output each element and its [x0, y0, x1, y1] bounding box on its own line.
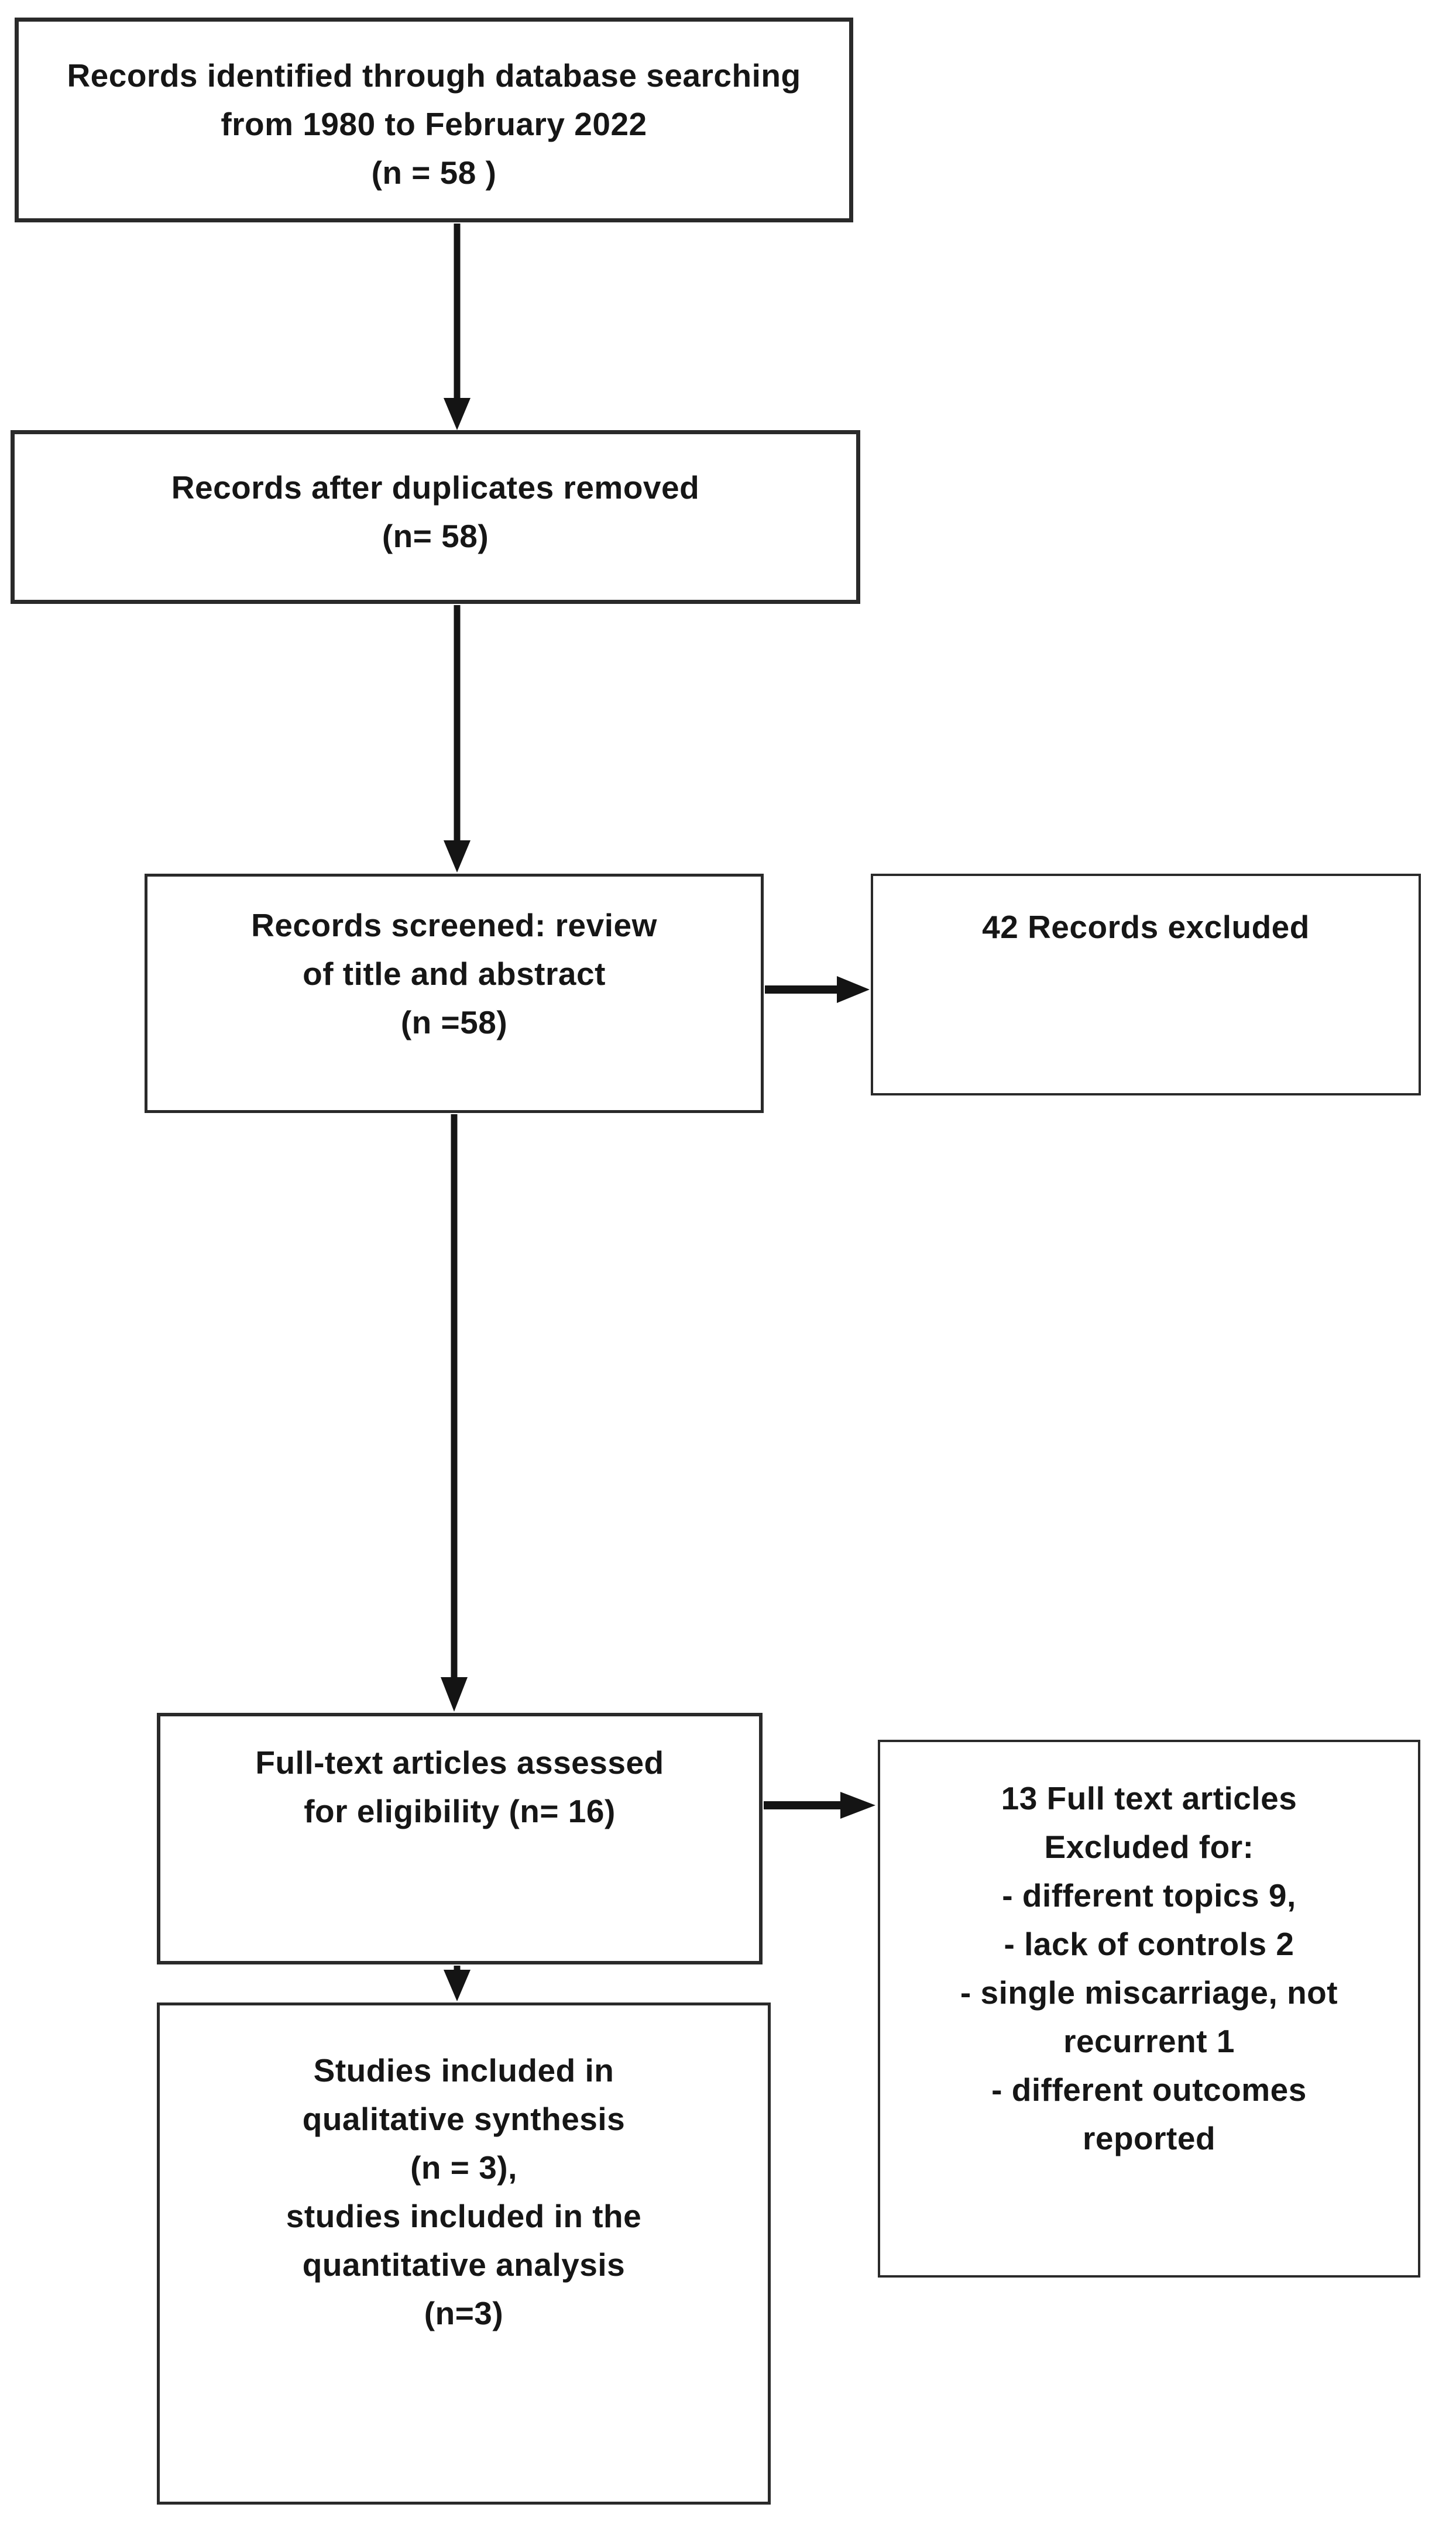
arrow-screened-to-fulltext — [441, 1114, 468, 1712]
arrow-head — [441, 1677, 468, 1712]
box-text-line: 13 Full text articles — [1001, 1780, 1297, 1816]
box-text-line: Full-text articles assessed — [255, 1744, 664, 1781]
arrow-head — [444, 398, 471, 430]
box-text-line: for eligibility (n= 16) — [304, 1793, 616, 1829]
box-text-line: Studies included in — [313, 2052, 614, 2089]
box-studies-included: Studies included in qualitative synthesi… — [157, 2003, 771, 2505]
box-text-line: - different outcomes — [991, 2072, 1307, 2108]
box-text-line: - different topics 9, — [1002, 1877, 1296, 1914]
box-records-excluded: 42 Records excluded — [871, 874, 1421, 1095]
box-text-line: qualitative synthesis — [302, 2101, 626, 2137]
box-text-line: (n = 58 ) — [371, 154, 497, 191]
arrow-head — [444, 1970, 471, 2001]
box-records-identified: Records identified through database sear… — [15, 18, 853, 222]
arrow-fulltext-to-included — [444, 1966, 471, 2001]
box-fulltext-excluded: 13 Full text articles Excluded for: - di… — [878, 1740, 1420, 2278]
arrow-head — [444, 840, 471, 873]
box-text-line: Records identified through database sear… — [67, 57, 801, 94]
arrow-head — [840, 1792, 875, 1819]
box-fulltext-assessed: Full-text articles assessed for eligibil… — [157, 1713, 763, 1964]
arrow-head — [837, 976, 870, 1003]
box-text-line: of title and abstract — [303, 956, 606, 992]
box-text-line: Records screened: review — [251, 907, 657, 943]
box-records-screened: Records screened: review of title and ab… — [145, 874, 764, 1113]
box-text-line: (n=3) — [424, 2295, 504, 2331]
box-text-line: Records after duplicates removed — [171, 469, 700, 506]
box-duplicates-removed: Records after duplicates removed (n= 58) — [11, 430, 860, 604]
arrow-screened-to-records-excluded — [765, 976, 870, 1003]
box-text-line: quantitative analysis — [302, 2247, 626, 2283]
box-text-line: reported — [1082, 2120, 1216, 2156]
box-text-line: (n= 58) — [382, 518, 489, 554]
arrow-fulltext-to-fulltext-excluded — [764, 1792, 875, 1819]
box-text-line: studies included in the — [286, 2198, 642, 2234]
box-text-line: recurrent 1 — [1063, 2023, 1235, 2059]
box-text-line: Excluded for: — [1044, 1829, 1254, 1865]
box-text-line: - lack of controls 2 — [1004, 1926, 1294, 1962]
box-text-line: from 1980 to February 2022 — [221, 106, 647, 142]
arrow-duplicates-to-screened — [444, 605, 471, 873]
box-text-line: (n =58) — [400, 1004, 508, 1040]
arrow-identified-to-duplicates — [444, 224, 471, 430]
box-text-line: (n = 3), — [410, 2149, 517, 2186]
box-text-line: 42 Records excluded — [982, 909, 1310, 945]
box-text-line: - single miscarriage, not — [960, 1974, 1338, 2011]
